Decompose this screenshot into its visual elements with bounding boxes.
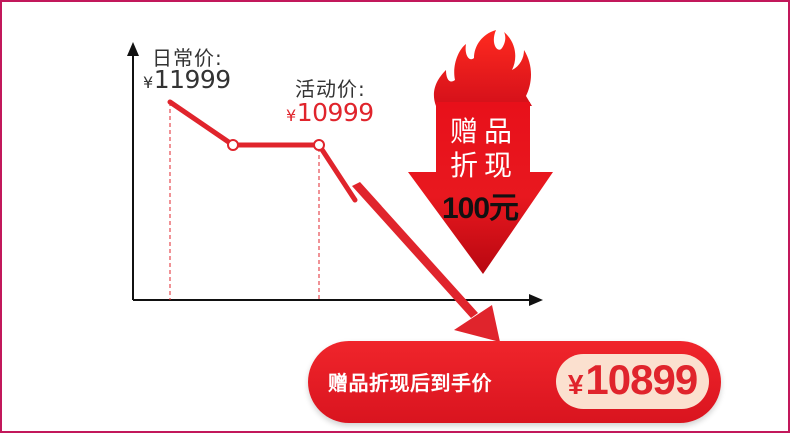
sale-price-number: 10999 <box>296 98 375 127</box>
final-currency-symbol: ¥ <box>567 369 584 400</box>
flame-arrow-icon <box>408 30 553 274</box>
x-axis <box>133 294 543 306</box>
y-axis <box>127 42 139 300</box>
down-arrow-icon <box>352 182 500 342</box>
regular-price-value: ¥11999 <box>143 65 231 94</box>
regular-price-number: 11999 <box>153 65 232 94</box>
discount-amount: 100元 <box>441 192 519 225</box>
sale-price-point <box>313 139 325 151</box>
sale-price-label: 活动价: <box>295 77 366 101</box>
sale-currency-symbol: ¥ <box>286 106 296 125</box>
flame-arrow-line2: 折现 <box>449 149 518 182</box>
regular-price-point <box>227 139 239 151</box>
final-price-label: 赠品折现后到手价 <box>328 371 492 395</box>
regular-currency-symbol: ¥ <box>143 73 153 92</box>
flame-arrow-line1: 赠品 <box>449 115 518 148</box>
final-price-value: ¥10899 <box>556 356 709 404</box>
final-price-banner: 赠品折现后到手价 ¥10899 <box>308 341 721 423</box>
price-trend-line <box>167 99 358 203</box>
final-price-number: 10899 <box>585 356 698 403</box>
sale-price-value: ¥10999 <box>286 98 374 127</box>
final-price-pill: ¥10899 <box>556 354 709 409</box>
regular-price-label: 日常价: <box>152 46 223 70</box>
